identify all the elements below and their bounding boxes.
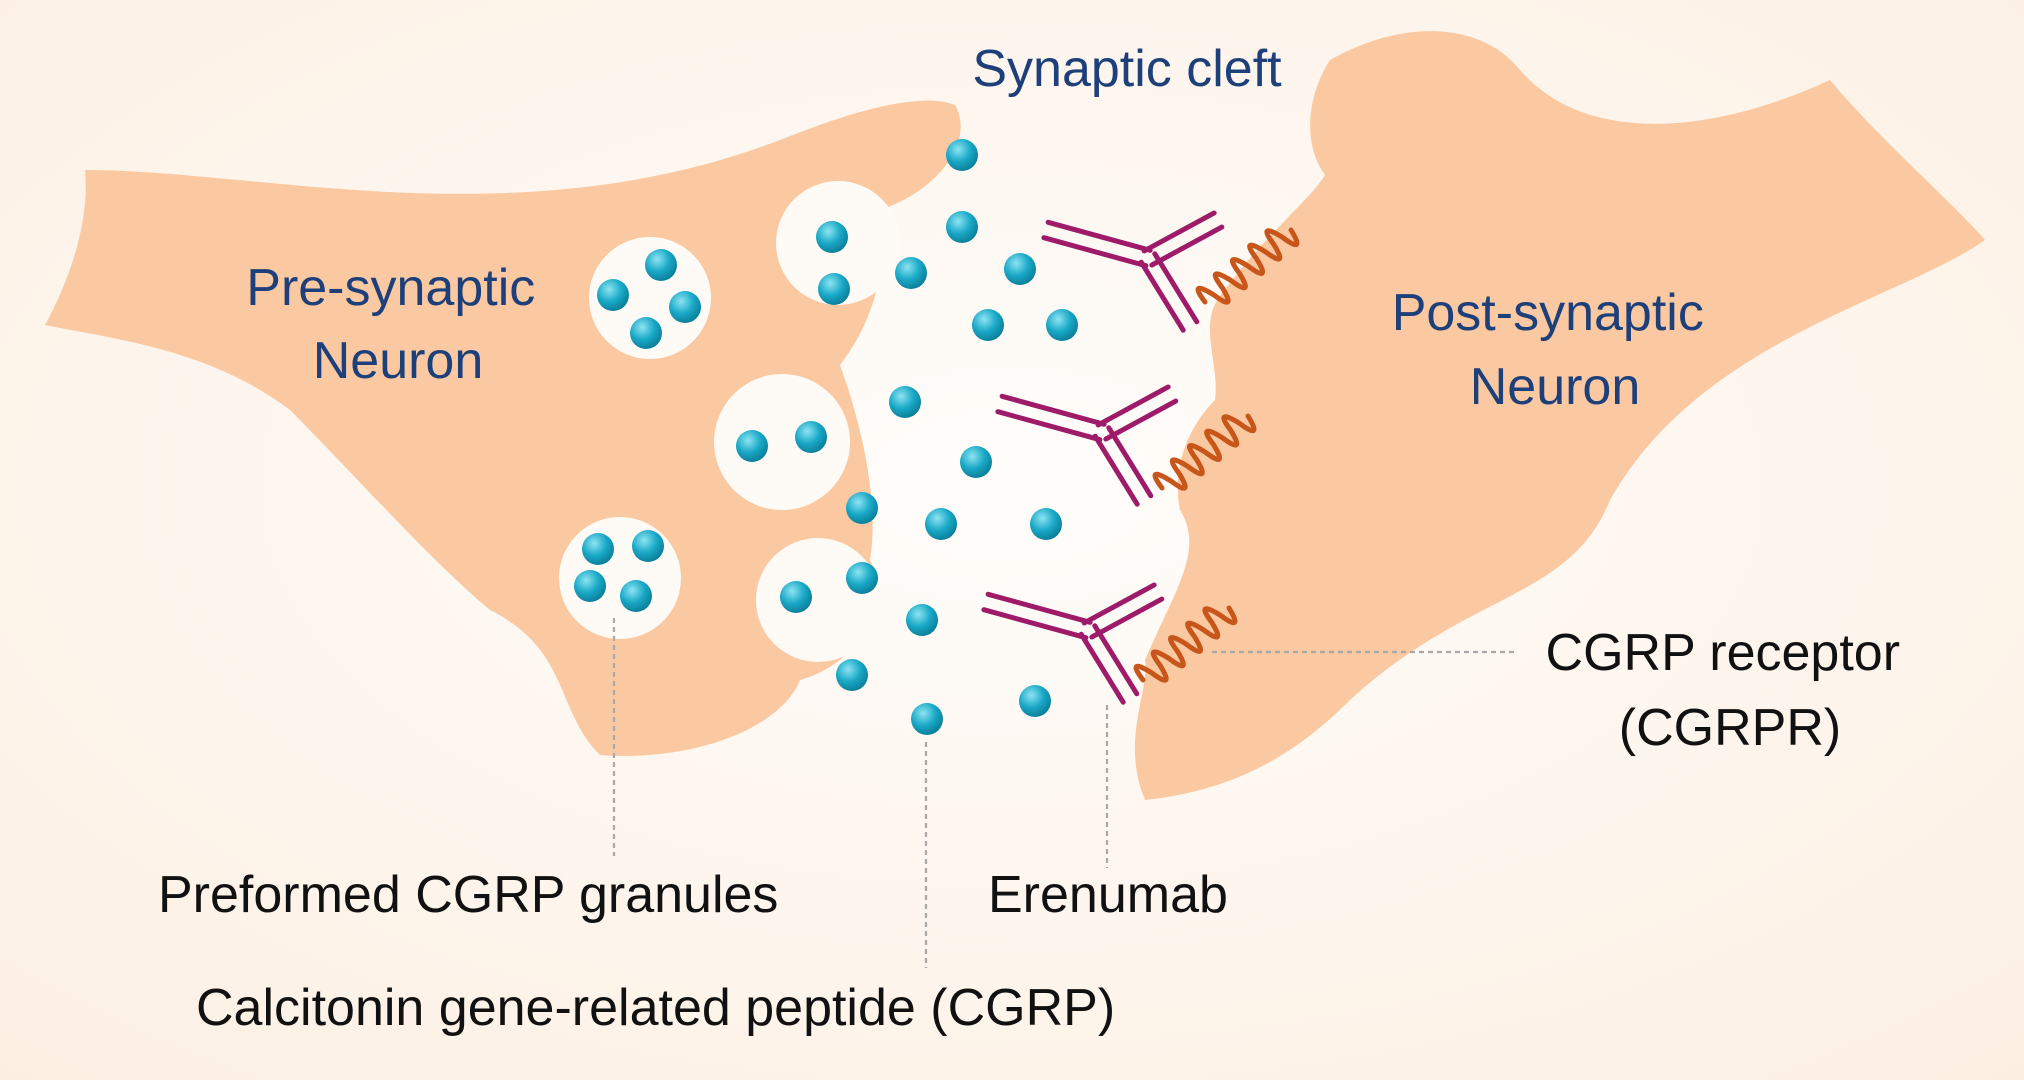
cgrp-molecule-icon [846,562,878,594]
cgrp-molecule-icon [736,430,768,462]
cgrp-molecule-icon [972,309,1004,341]
cgrp-molecule-icon [906,604,938,636]
erenumab-antibody-icon [995,384,1179,507]
cgrp-molecule-icon [946,139,978,171]
preformed-granules-label: Preformed CGRP granules [158,866,778,924]
antibody-chain [985,591,1093,625]
cgrp-molecule-icon [597,279,629,311]
cgrp-receptor-icon [1133,605,1238,683]
cgrp-molecule-icon [925,508,957,540]
granule-vesicle-upper [589,237,711,359]
cgrp-molecule-icon [911,703,943,735]
cgrp-molecule-icon [1030,508,1062,540]
pre-synaptic-label-line2: Neuron [313,332,484,390]
post-synaptic-label-line2: Neuron [1470,358,1641,416]
cgrp-molecule-icon [1019,685,1051,717]
cgrp-receptor-label-line1: CGRP receptor [1546,624,1901,682]
antibody-chain [1149,224,1225,268]
cgrp-molecule-icon [836,659,868,691]
post-synaptic-label-line1: Post-synaptic [1392,284,1704,342]
pre-synaptic-neuron [45,100,961,756]
cgrp-molecule-icon [632,530,664,562]
antibody-chain [1089,596,1165,640]
cgrp-label: Calcitonin gene-related peptide (CGRP) [196,979,1115,1037]
cgrp-molecule-icon [889,386,921,418]
antibody-chain [1103,398,1179,442]
antibody-chain [1106,425,1154,499]
pre-synaptic-label-line1: Pre-synaptic [246,259,535,317]
erenumab-antibody-icon [981,582,1165,705]
antibody-chain [1045,219,1153,253]
releasing-vesicle-bottom [756,538,880,662]
cgrp-molecule-icon [1046,309,1078,341]
cgrp-molecule-icon [645,249,677,281]
cgrp-molecule-icon [620,580,652,612]
pre-synaptic-neuron-label: Pre-synaptic Neuron [246,259,549,390]
cgrp-molecule-icon [630,317,662,349]
erenumab-label: Erenumab [988,866,1228,924]
cgrp-molecule-icon [669,291,701,323]
cgrp-molecule-icon [846,492,878,524]
cgrp-molecule-icon [574,570,606,602]
erenumab-antibodies [981,210,1225,705]
cgrp-molecule-icon [795,421,827,453]
antibody-chain [1092,623,1140,697]
synaptic-cleft-label: Synaptic cleft [972,40,1282,98]
cgrp-molecule-icon [582,533,614,565]
antibody-chain [1078,631,1126,705]
cgrp-molecule-icon [816,221,848,253]
post-synaptic-neuron [1134,31,1985,800]
antibody-chain [999,393,1107,427]
antibody-chain [981,607,1089,641]
antibody-chain [1141,210,1217,254]
cgrp-molecule-icon [960,446,992,478]
antibody-chain [1041,235,1149,269]
cgrp-molecule-icon [895,257,927,289]
cgrp-molecule-icon [1004,253,1036,285]
cgrp-molecule-icon [946,211,978,243]
cgrp-receptor-label-line2: (CGRPR) [1619,699,1841,757]
antibody-chain [1152,251,1200,325]
cgrp-receptor-icon [1195,227,1300,305]
cgrp-receptor-label: CGRP receptor (CGRPR) [1546,624,1915,757]
antibody-chain [1081,582,1157,626]
releasing-vesicle-middle [714,374,850,510]
cgrp-molecule-icon [780,581,812,613]
cgrp-molecule-icon [818,273,850,305]
post-synaptic-neuron-label: Post-synaptic Neuron [1392,284,1719,416]
antibody-chain [1138,259,1186,333]
cgrp-receptors [1133,227,1300,683]
cgrp-receptor-icon [1152,413,1257,491]
erenumab-antibody-icon [1041,210,1225,333]
cgrp-molecules [574,139,1078,735]
antibody-chain [995,409,1103,443]
antibody-chain [1095,384,1171,428]
antibody-chain [1092,433,1140,507]
